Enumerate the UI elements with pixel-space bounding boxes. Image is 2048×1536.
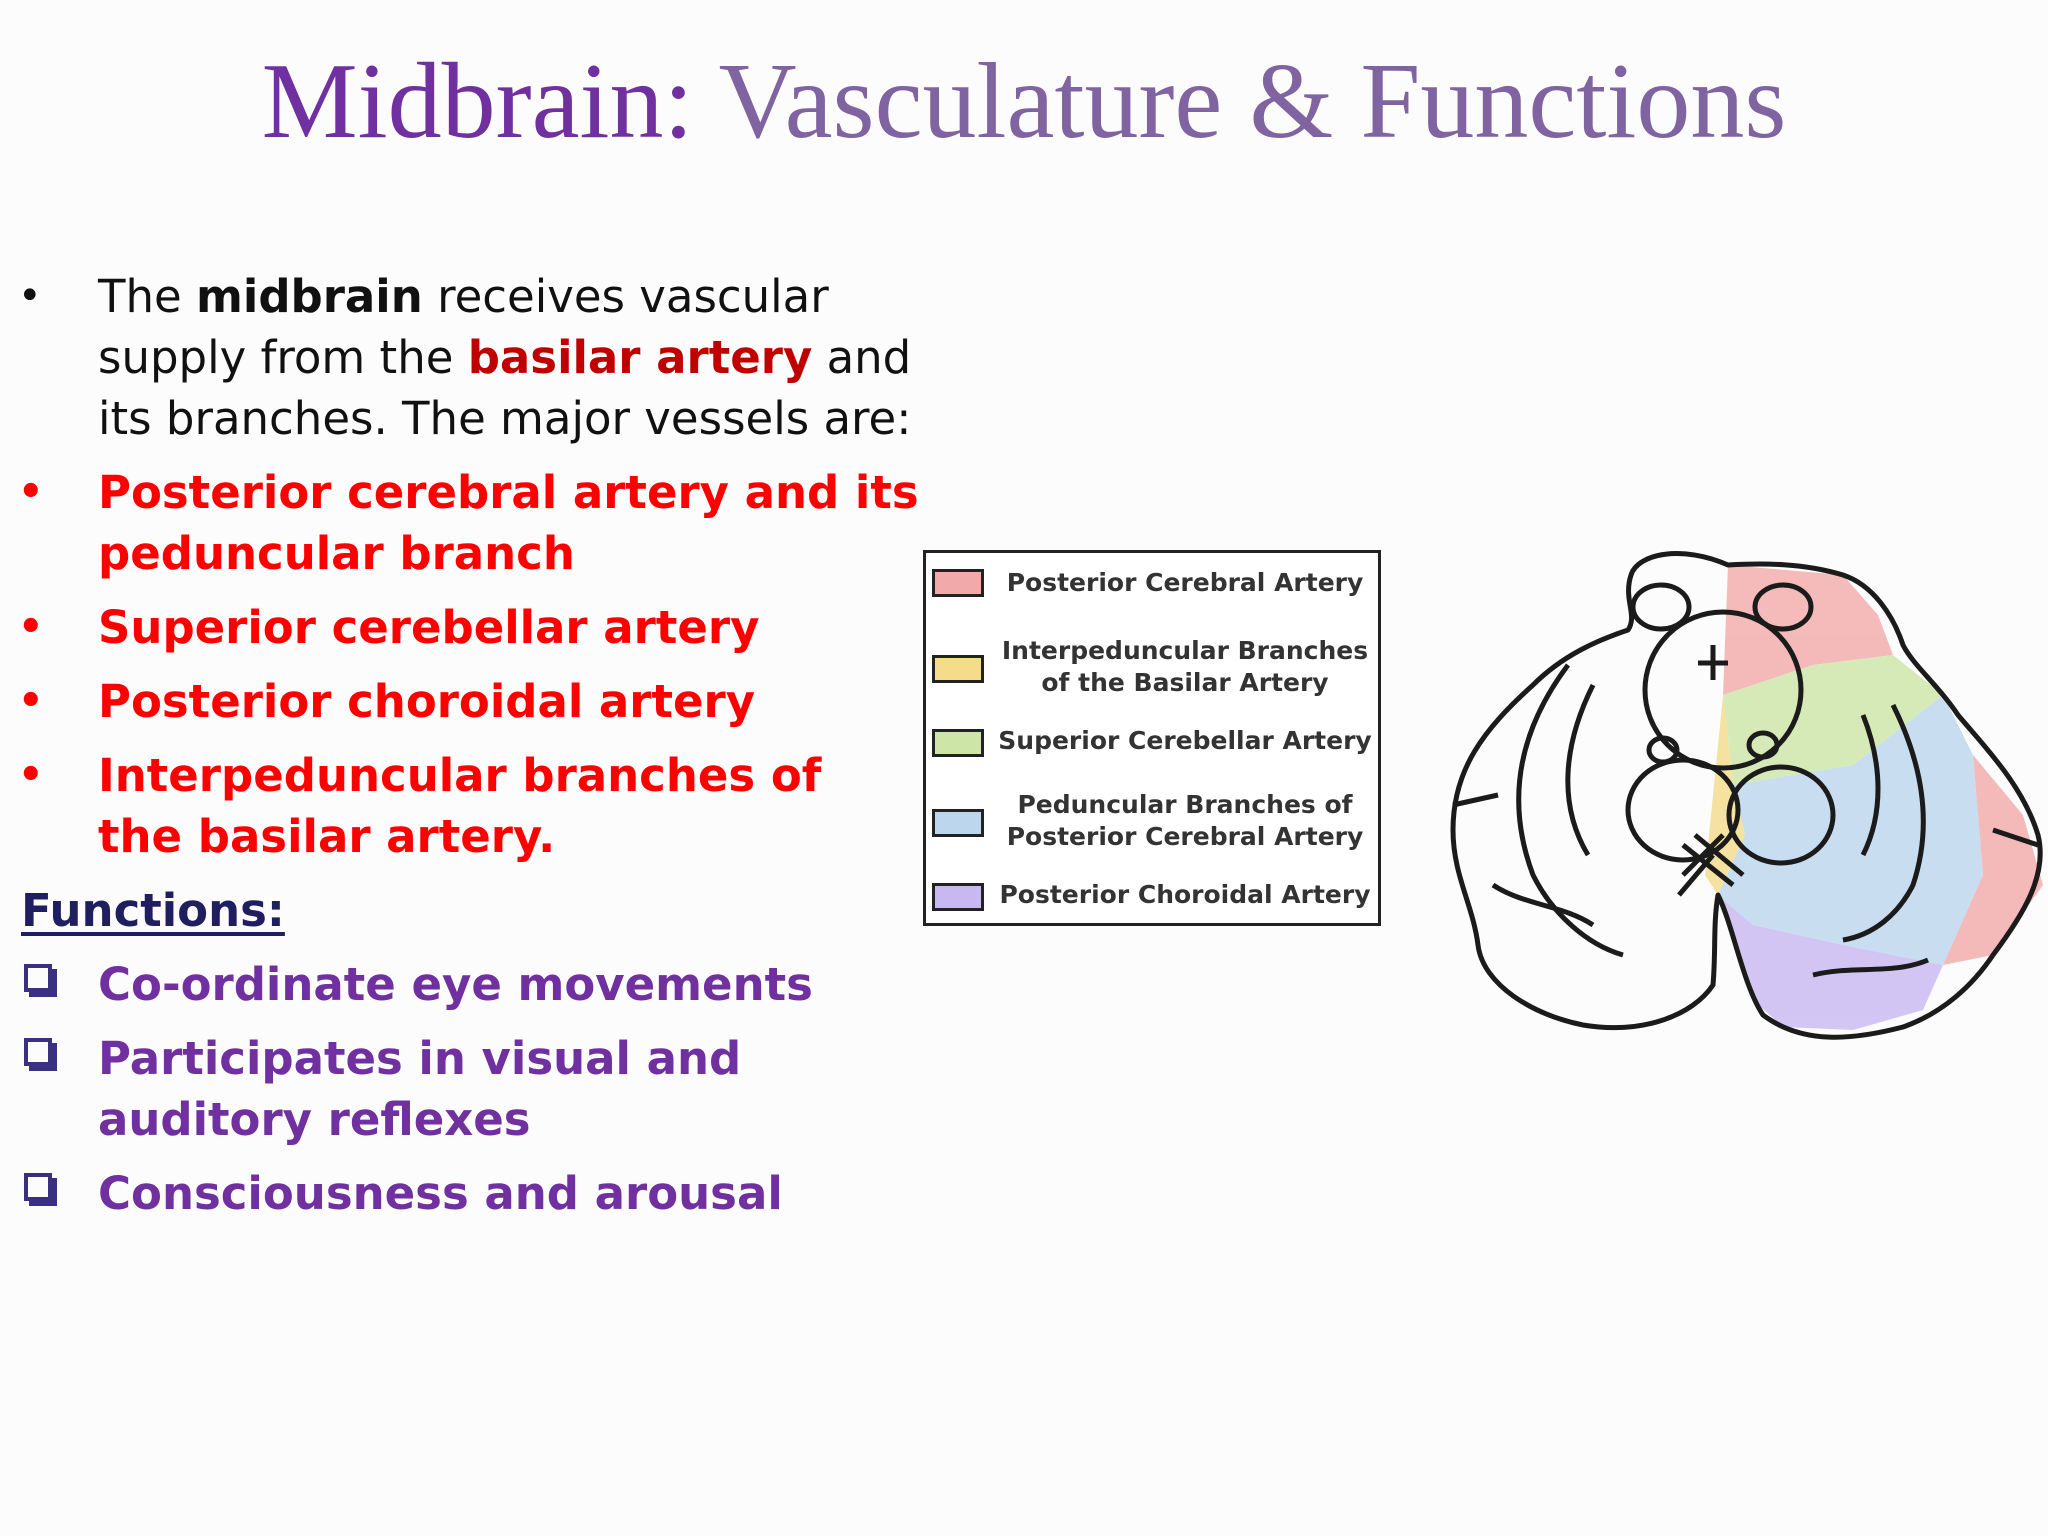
title-part-1: Midbrain: <box>261 42 694 161</box>
nucleus-small-left <box>1646 735 1680 765</box>
vessel-text: Superior cerebellar artery <box>98 601 760 654</box>
legend-item: Interpeduncular Branches of the Basilar … <box>926 635 1378 705</box>
function-text: Participates in visual and auditory refl… <box>98 1032 742 1146</box>
intro-artery-text: basilar artery <box>467 331 813 384</box>
slide-content: • The midbrain receives vascular supply … <box>0 266 920 1237</box>
vessel-text: Posterior cerebral artery and its pedunc… <box>98 466 919 580</box>
bullet-marker: • <box>18 273 42 319</box>
cerebral-aqueduct-mark <box>1698 645 1728 680</box>
legend-swatch-peduncular <box>932 809 984 837</box>
legend-swatch-choroidal <box>932 883 984 911</box>
red-nucleus-left <box>1625 757 1741 863</box>
legend-item: Peduncular Branches of Posterior Cerebra… <box>926 789 1378 859</box>
legend-item: Posterior Choroidal Artery <box>926 879 1378 919</box>
midbrain-outline <box>1450 551 2043 1040</box>
peduncle-fold-right <box>1812 957 1929 978</box>
legend-swatch-pca <box>932 569 984 597</box>
red-nucleus-right <box>1726 764 1836 866</box>
bullet-marker: • <box>18 678 44 724</box>
territory-pca-upper <box>1723 565 1893 695</box>
intro-text-pre: The <box>98 270 196 323</box>
legend-label: Superior Cerebellar Artery <box>998 726 1372 755</box>
bullet-marker: • <box>18 604 44 650</box>
intro-text-post: and its branches. The major vessels are: <box>98 331 912 445</box>
intro-text-mid: receives vascular supply from the <box>98 270 829 384</box>
figure-legend: Posterior Cerebral Artery Interpeduncula… <box>923 550 1381 926</box>
intro-text-bold: midbrain <box>196 270 423 323</box>
interpeduncular-fossa-lines <box>1677 833 1745 897</box>
checkbox-bullet-icon <box>24 1173 52 1201</box>
tract-right <box>1860 714 1881 857</box>
legend-swatch-interpeduncular <box>932 655 984 683</box>
function-text: Co-ordinate eye movements <box>98 958 813 1011</box>
vessel-bullet: • Interpeduncular branches of the basila… <box>0 745 920 867</box>
vessel-bullet: • Posterior choroidal artery <box>0 671 920 732</box>
substantia-nigra-right <box>1842 703 1926 943</box>
substantia-nigra-left <box>1516 663 1624 958</box>
bullet-marker: • <box>18 469 44 515</box>
function-text: Consciousness and arousal <box>98 1167 783 1220</box>
vessel-text: Posterior choroidal artery <box>98 675 756 728</box>
lateral-notch-right <box>1992 827 2039 848</box>
outline-strokes <box>1450 551 2043 1040</box>
lateral-notch-left <box>1452 792 1499 808</box>
colliculus-left <box>1630 582 1692 632</box>
vascular-territory-figure: Posterior Cerebral Artery Interpeduncula… <box>918 545 2048 1070</box>
colliculus-right <box>1752 582 1814 632</box>
territory-sca <box>1723 655 1943 785</box>
territory-choroidal <box>1718 895 1943 1030</box>
title-part-2: Vasculature & Functions <box>718 42 1787 161</box>
vessel-bullet: • Superior cerebellar artery <box>0 597 920 658</box>
checkbox-bullet-icon <box>24 1038 52 1066</box>
function-item: Co-ordinate eye movements <box>0 954 920 1015</box>
legend-item: Superior Cerebellar Artery <box>926 723 1378 763</box>
legend-label: Posterior Cerebral Artery <box>1006 568 1364 597</box>
legend-label: Peduncular Branches of Posterior Cerebra… <box>1006 790 1364 851</box>
legend-label: Interpeduncular Branches of the Basilar … <box>1001 636 1369 697</box>
nucleus-small-right <box>1746 730 1780 760</box>
midbrain-cross-section-diagram <box>1450 551 2043 1040</box>
vessel-bullet: • Posterior cerebral artery and its pedu… <box>0 462 920 584</box>
intro-bullet: • The midbrain receives vascular supply … <box>0 266 920 449</box>
legend-label: Posterior Choroidal Artery <box>999 880 1371 909</box>
bullet-marker: • <box>18 752 44 798</box>
checkbox-bullet-icon <box>24 964 52 992</box>
function-item: Participates in visual and auditory refl… <box>0 1028 920 1150</box>
territory-pca-lateral <box>1943 755 2043 965</box>
functions-heading: Functions: <box>21 884 285 937</box>
function-item: Consciousness and arousal <box>0 1163 920 1224</box>
peduncle-fold-left <box>1491 882 1595 928</box>
aqueduct-region <box>1642 609 1804 771</box>
slide-title: Midbrain: Vasculature & Functions <box>0 42 2048 162</box>
legend-item: Posterior Cerebral Artery <box>926 563 1378 603</box>
vessel-text: Interpeduncular branches of the basilar … <box>98 749 822 863</box>
tract-left <box>1565 683 1596 857</box>
legend-swatch-sca <box>932 729 984 757</box>
